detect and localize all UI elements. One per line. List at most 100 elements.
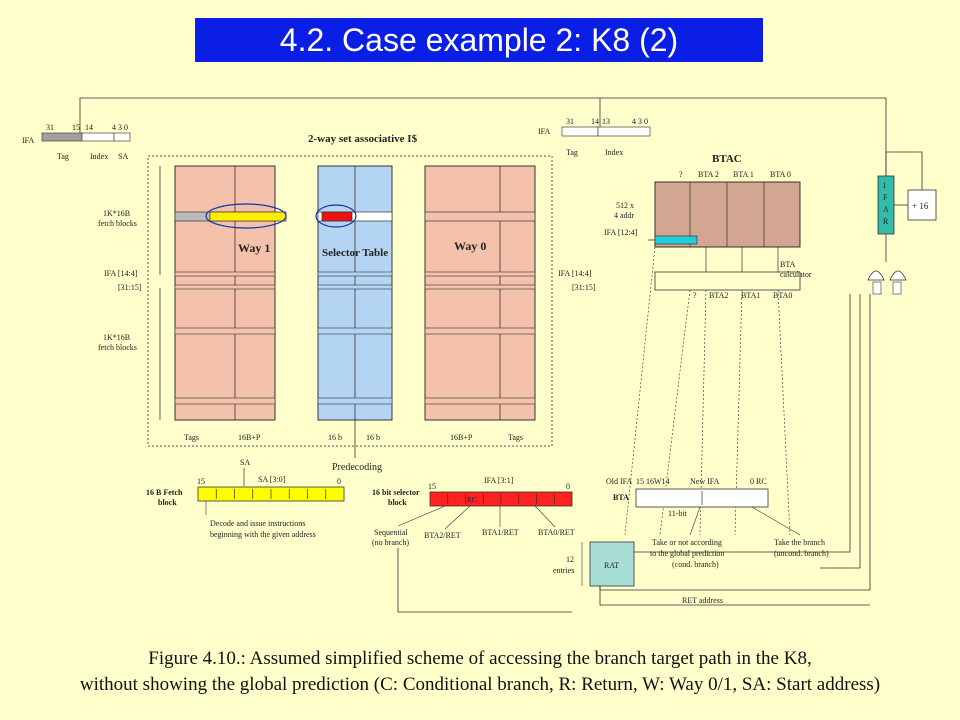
selector-row-d	[317, 397, 393, 405]
bta-bits: 15 16W14	[636, 477, 670, 486]
bta0-pointer	[534, 505, 556, 528]
seq-to-rat-line	[397, 548, 572, 613]
unc-text-1: Take the branch	[774, 538, 825, 547]
ifa-index-left: IFA [14:4]	[104, 269, 138, 278]
ifa-left-bit-43: 4 3	[112, 123, 122, 132]
btac-calc-1: BTA	[780, 260, 796, 269]
ret-address-label: RET address	[682, 596, 723, 605]
rat: RAT 12 entries RET address	[553, 541, 870, 606]
btac-output-register	[654, 271, 801, 291]
way1-label: Way 1	[238, 241, 270, 255]
selector-row-b	[317, 284, 393, 290]
plus16-adder	[907, 189, 937, 221]
bta2-ret-label: BTA2/RET	[424, 531, 461, 540]
fetch-sa-top: SA	[240, 458, 250, 467]
btac-index: IFA [12:4]	[604, 228, 638, 237]
fetch-bit-0: 0	[337, 477, 341, 486]
ifa-right-bit-13: 13	[602, 117, 610, 126]
mux-left	[867, 270, 885, 281]
ifa-right-tag-label: Tag	[566, 148, 578, 157]
way1-row-d	[174, 397, 276, 405]
way0-row-d	[424, 397, 536, 405]
uncond-return-line	[820, 294, 861, 569]
ifa-left-bit-14: 14	[85, 123, 93, 132]
way0-row-a	[424, 271, 536, 277]
blocks-upper-sub: fetch blocks	[98, 219, 137, 228]
bottom-tags-left: Tags	[184, 433, 199, 442]
unc-pointer	[751, 506, 801, 536]
selector-label-1: 16 bit selector	[372, 488, 420, 497]
figure-caption-line-1: Figure 4.10.: Assumed simplified scheme …	[148, 648, 812, 669]
selector-block-ticks	[447, 494, 555, 504]
way1-array	[174, 165, 276, 421]
bottom-16bp-right: 16B+P	[450, 433, 473, 442]
cache-boundary	[147, 155, 553, 447]
selector-bit-0: 0	[566, 482, 570, 491]
btac-calc-2: calculator	[780, 270, 812, 279]
ifa-tag-right: [31:15]	[572, 283, 596, 292]
ifa-register-left: IFA 31 15 14 4 3 0 Tag Index SA	[22, 123, 131, 161]
bottom-16b-a: 16 b	[328, 433, 342, 442]
btac-projection-5	[777, 289, 791, 536]
ifa-right-label: IFA	[538, 127, 551, 136]
bta-register: Old IFA 15 16W14 New IFA 0 RC BTA 11-bit…	[606, 477, 829, 569]
ret-return-line	[599, 294, 871, 591]
fetch-block-ticks	[215, 489, 327, 499]
btac-col-bta1: BTA 1	[733, 170, 754, 179]
decode-text-1: Decode and issue instructions	[210, 519, 305, 528]
blocks-lower-sub: fetch blocks	[98, 343, 137, 352]
ifar-letter-r: R	[883, 217, 889, 226]
ret-address-line	[599, 586, 870, 606]
figure-caption-line-2: without showing the global prediction (C…	[79, 674, 881, 695]
ifa-right-bit-43: 4 3	[632, 117, 642, 126]
selector-cell-text: RC	[467, 496, 477, 504]
ifa-left-sa-field	[113, 132, 131, 142]
btac-col-bta0: BTA 0	[770, 170, 791, 179]
fetch-label-2: block	[158, 498, 177, 507]
rat-label: RAT	[604, 561, 619, 570]
selector-ifa-range: IFA [3:1]	[484, 476, 514, 485]
ifa-right-index-label: Index	[605, 148, 623, 157]
blocks-lower: 1K*16B	[103, 333, 130, 342]
ifa-left-index-field	[81, 132, 115, 142]
selector-row-a	[317, 271, 393, 277]
btac-hit-entry	[654, 235, 698, 245]
btac-size-2: 4 addr	[614, 211, 635, 220]
mux-out-left	[872, 281, 882, 295]
ifar-letter-a: A	[883, 205, 889, 214]
way0-row-c	[424, 327, 536, 335]
way0-array	[424, 165, 536, 421]
way1-row-b	[174, 284, 276, 290]
ifa-left-sa-label: SA	[118, 152, 128, 161]
selector-bit-15: 15	[428, 482, 436, 491]
btac-size-1: 512 x	[616, 201, 634, 210]
plus16-label: + 16	[912, 201, 929, 211]
btac-col-q: ?	[679, 170, 683, 179]
bottom-16bp-left: 16B+P	[238, 433, 261, 442]
btac-projection-1	[624, 246, 656, 536]
ifa-left-tag-field	[41, 132, 83, 142]
ifar-letter-i: I	[883, 181, 886, 190]
ifa-left-tag-label: Tag	[57, 152, 69, 161]
bta-width: 11-bit	[668, 509, 688, 518]
cond-text-1: Take or not according	[652, 538, 722, 547]
selector-hit-ellipse	[315, 204, 357, 228]
slide-title: 4.2. Case example 2: K8 (2)	[195, 18, 763, 62]
ifa-right-bit-0: 0	[644, 117, 648, 126]
way0-row-b	[424, 284, 536, 290]
seq-label-2: (no branch)	[372, 538, 409, 547]
ifa-left-bit-0: 0	[124, 123, 128, 132]
way1-hit-ellipse	[205, 203, 287, 229]
ifa-right-tag-field	[561, 126, 599, 137]
fetch-block: SA SA [3:0] 15 0 16 B Fetch block Decode…	[146, 458, 345, 539]
bta2-pointer	[444, 505, 471, 530]
ifa-right-index-field	[597, 126, 651, 137]
cond-return-line	[600, 294, 851, 553]
rat-entries-1: 12	[566, 555, 574, 564]
btac: BTAC ? BTA 2 BTA 1 BTA 0 512 x 4 addr IF…	[604, 153, 812, 536]
rat-entries-2: entries	[553, 566, 574, 575]
ifa-left-bit-31: 31	[46, 123, 54, 132]
ifa-right-bit-14: 14	[591, 117, 599, 126]
bottom-16b-b: 16 b	[366, 433, 380, 442]
selector-table-label: Selector Table	[322, 247, 388, 259]
